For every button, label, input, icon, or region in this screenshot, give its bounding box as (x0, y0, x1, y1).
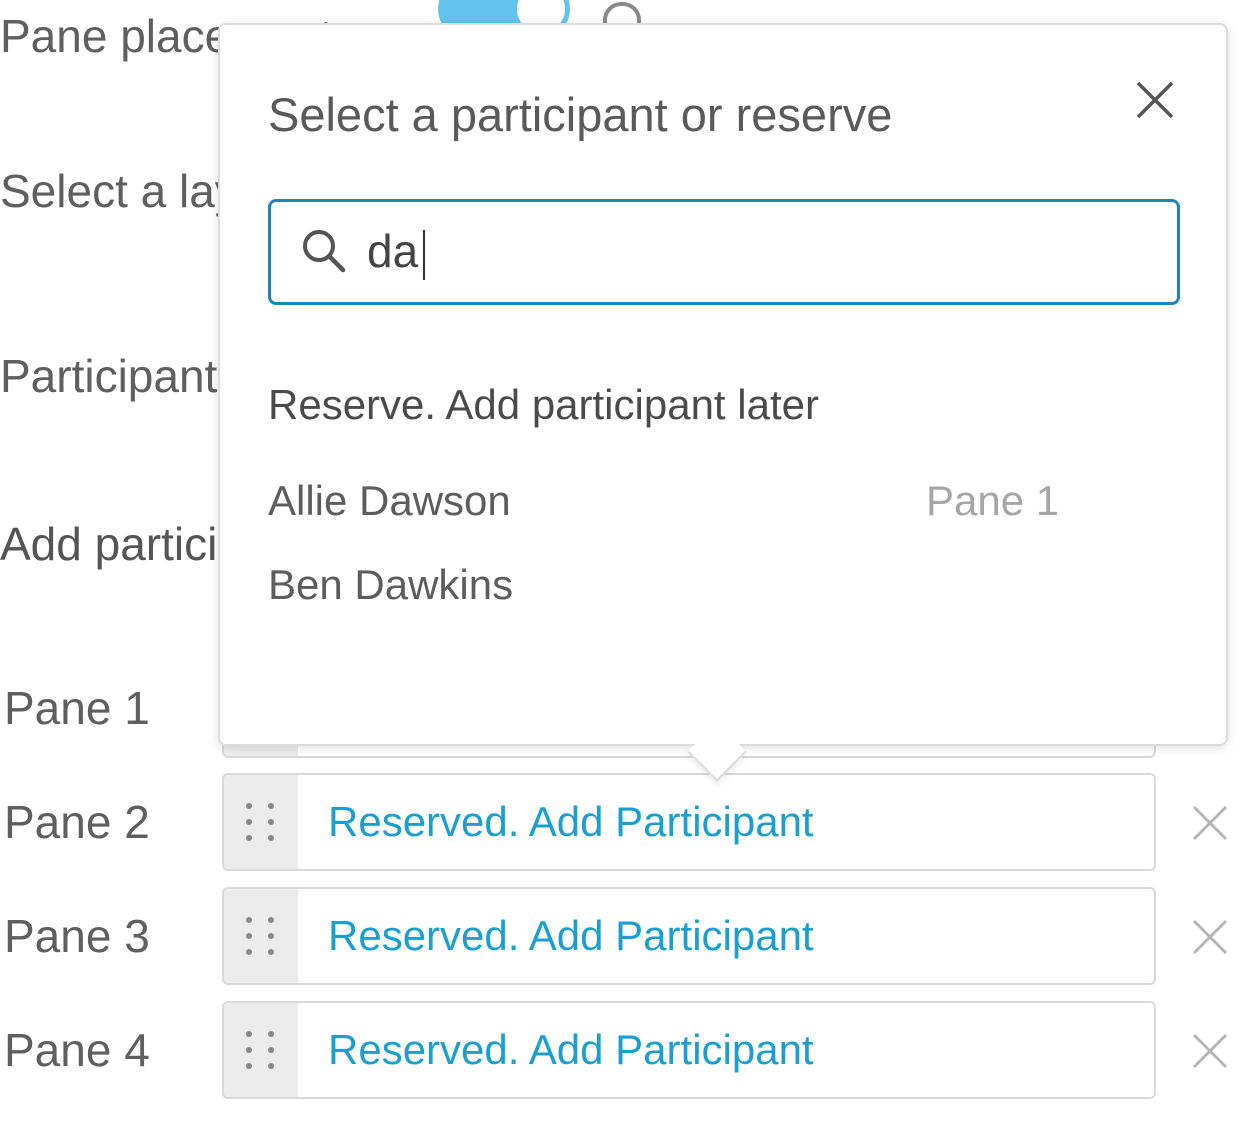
remove-pane-2-close-icon[interactable] (1190, 803, 1230, 843)
participants-label: Participants (0, 350, 241, 402)
result-option-allie-dawson[interactable]: Allie Dawson (268, 477, 511, 524)
pane-2-row[interactable]: Reserved. Add Participant (222, 773, 1156, 871)
pane-2-label: Pane 2 (4, 796, 150, 848)
pane-3-row[interactable]: Reserved. Add Participant (222, 887, 1156, 985)
drag-handle-icon[interactable] (224, 1003, 298, 1097)
pane-3-label: Pane 3 (4, 910, 150, 962)
participant-search-box[interactable] (268, 199, 1180, 305)
remove-pane-3-close-icon[interactable] (1190, 917, 1230, 957)
drag-handle-icon[interactable] (224, 889, 298, 983)
close-icon[interactable] (1134, 79, 1176, 121)
remove-pane-4-close-icon[interactable] (1190, 1031, 1230, 1071)
drag-handle-icon[interactable] (224, 775, 298, 869)
text-caret (423, 230, 425, 280)
participant-picker-popover: Select a participant or reserve Reserve.… (218, 23, 1228, 782)
pane-3-add-participant-link[interactable]: Reserved. Add Participant (328, 912, 814, 959)
pane-4-row[interactable]: Reserved. Add Participant (222, 1001, 1156, 1099)
result-option-ben-dawkins[interactable]: Ben Dawkins (268, 561, 514, 608)
pane-4-label: Pane 4 (4, 1024, 150, 1076)
search-icon (303, 230, 346, 273)
reserve-option[interactable]: Reserve. Add participant later (268, 381, 819, 428)
result-pane-badge: Pane 1 (926, 477, 1060, 524)
popover-title: Select a participant or reserve (268, 88, 893, 141)
participant-search-input[interactable] (367, 216, 1147, 286)
help-icon (603, 2, 641, 30)
pane-1-label: Pane 1 (4, 682, 150, 734)
pane-4-add-participant-link[interactable]: Reserved. Add Participant (328, 1026, 814, 1073)
pane-2-add-participant-link[interactable]: Reserved. Add Participant (328, 798, 814, 845)
